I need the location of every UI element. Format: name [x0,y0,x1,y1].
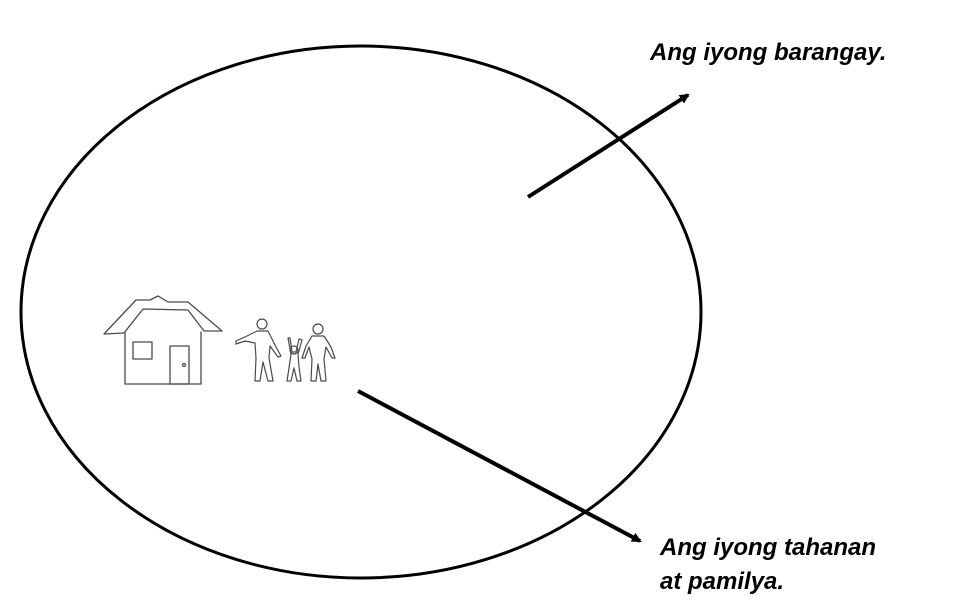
home-family-label: Ang iyong tahanan at pamilya. [660,531,876,599]
house-sketch-icon [104,296,222,384]
family-figures-icon [236,319,335,381]
child-figure-icon [287,338,302,381]
home-family-label-line2: at pamilya. [660,565,876,599]
barangay-boundary-ellipse [21,46,701,578]
mother-figure-icon [302,324,335,381]
father-figure-icon [236,319,281,381]
barangay-arrow [528,95,688,197]
home-family-arrow [358,391,640,541]
home-family-label-line1: Ang iyong tahanan [660,531,876,565]
barangay-label: Ang iyong barangay. [650,36,886,70]
